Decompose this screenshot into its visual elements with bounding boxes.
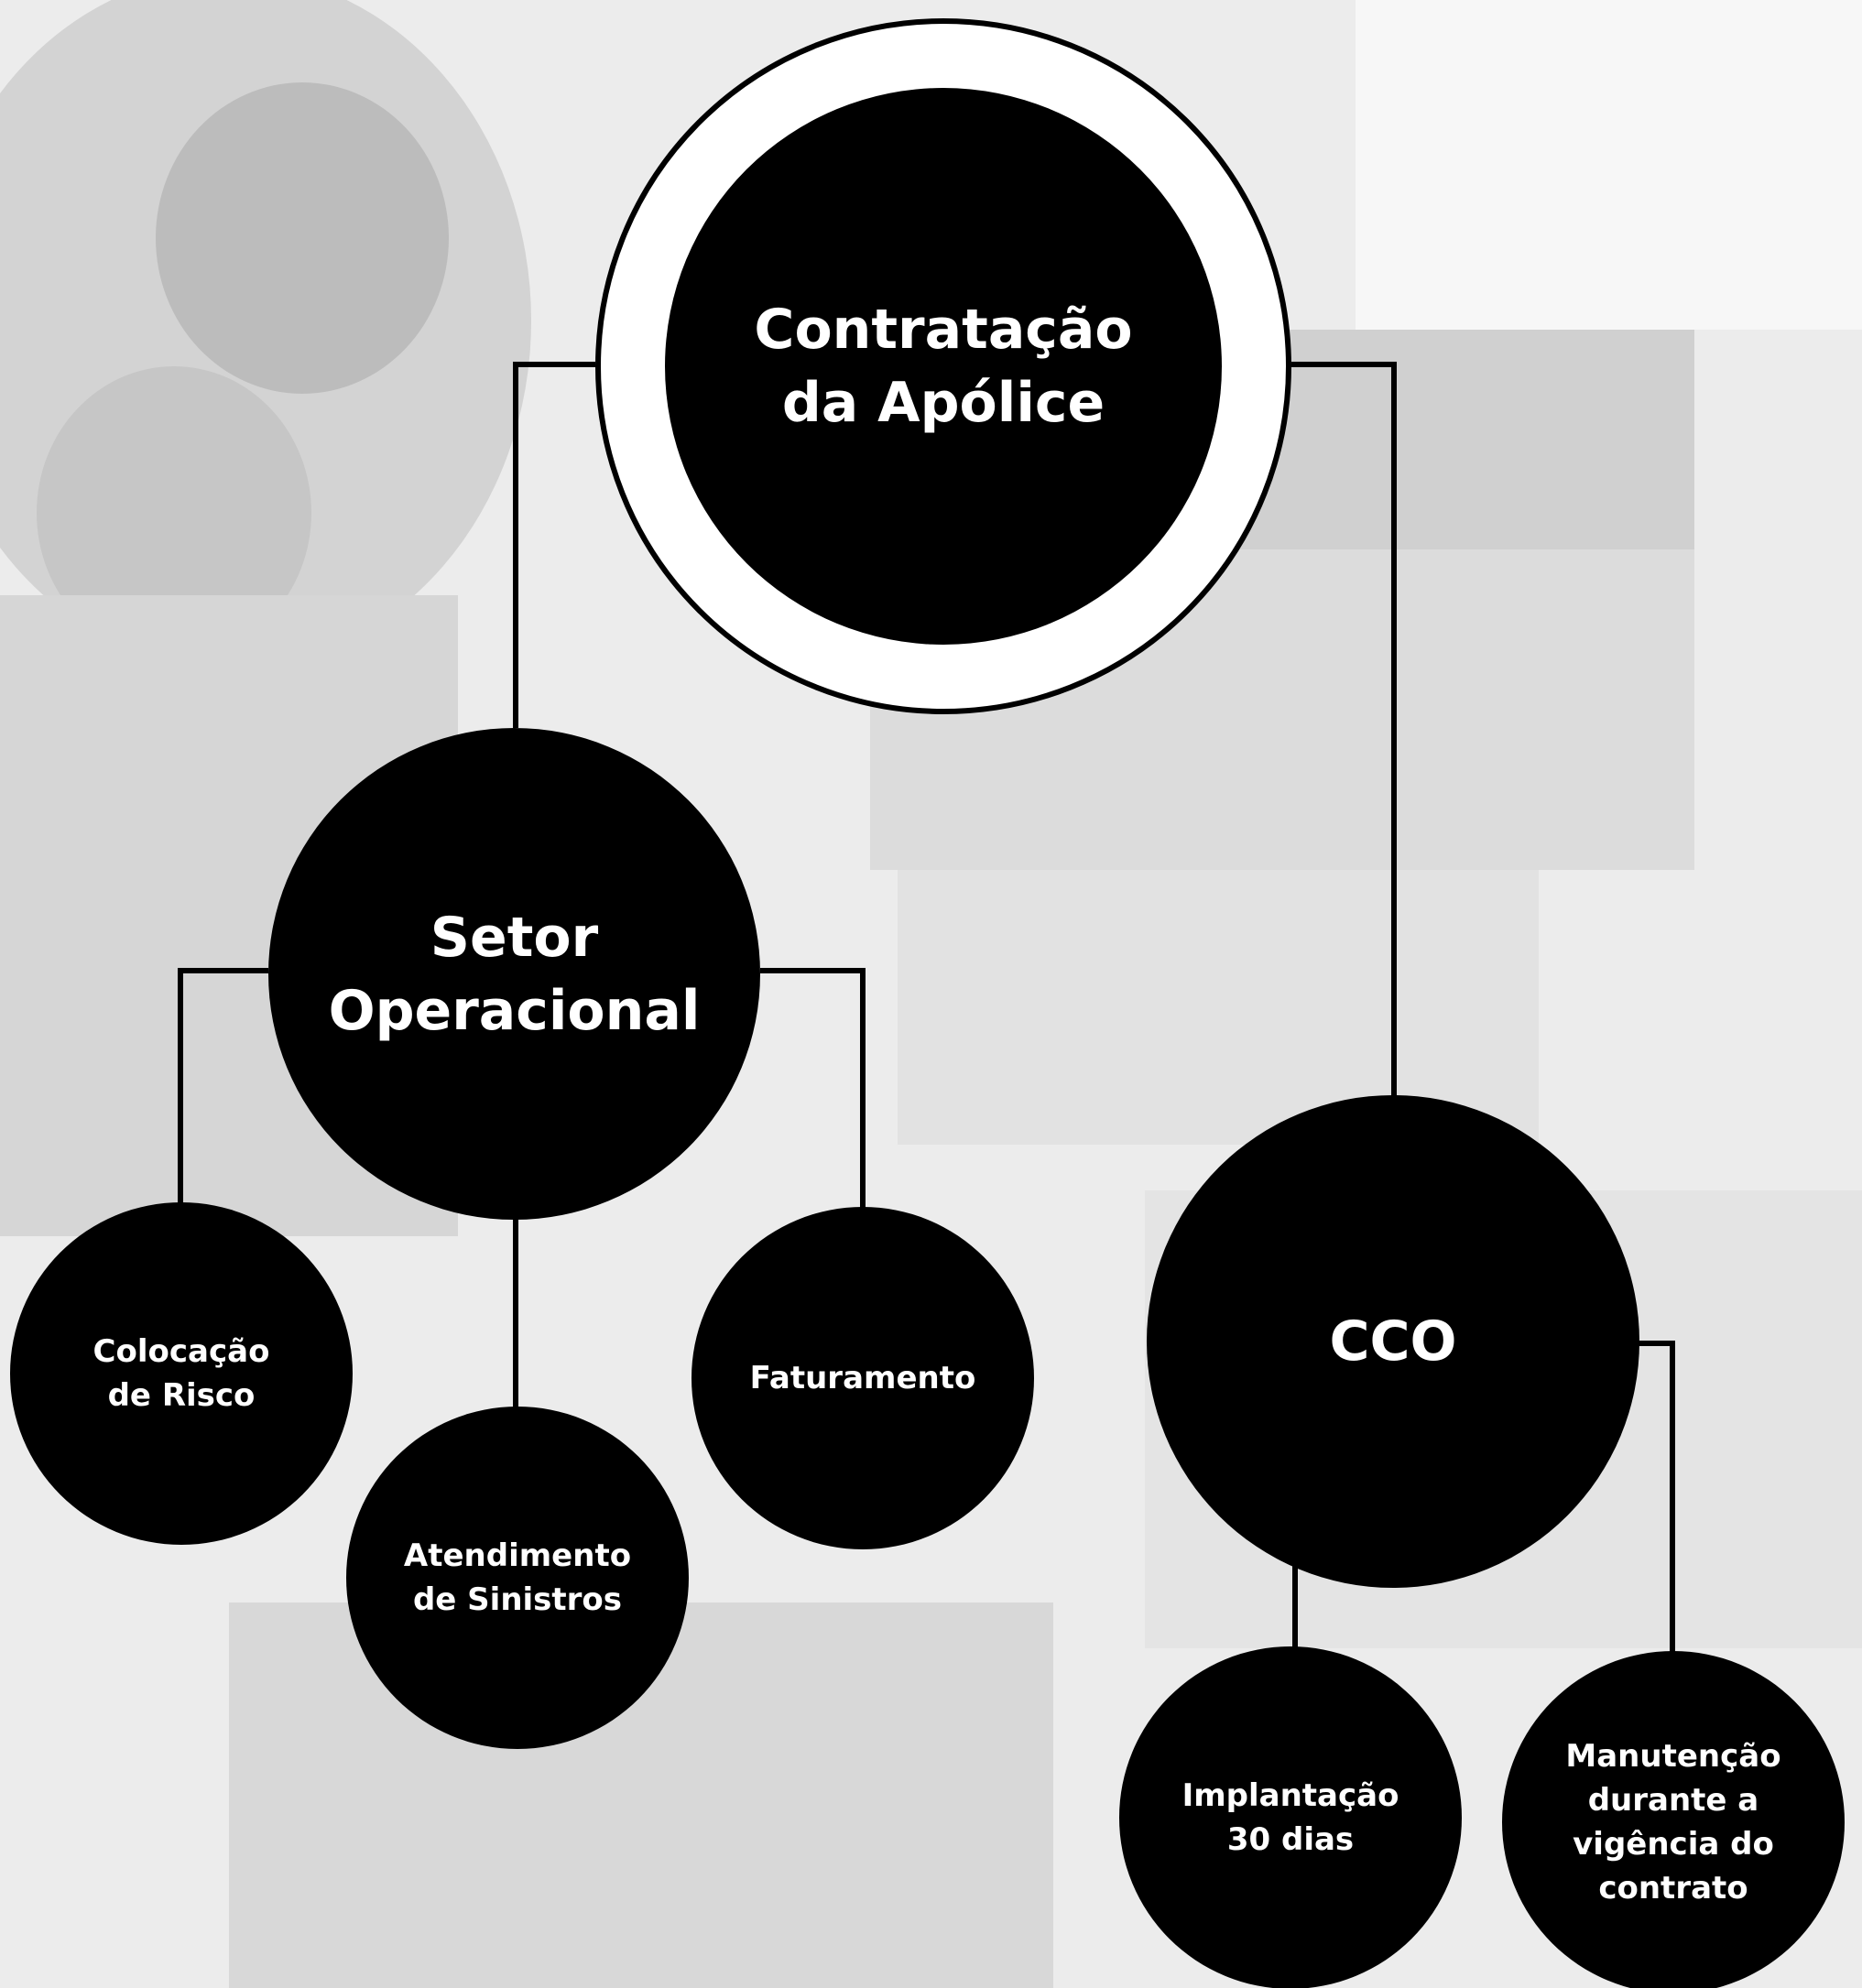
root-node: Contratação da Apólice xyxy=(665,88,1222,645)
manutencao-label: Manutenção durante a vigência do contrat… xyxy=(1565,1738,1781,1907)
cco-node: CCO xyxy=(1147,1095,1639,1588)
colocacao-risco-node: Colocação de Risco xyxy=(10,1202,353,1545)
cco-label: CCO xyxy=(1329,1309,1457,1374)
implantacao-label: Implantação 30 dias xyxy=(1181,1777,1399,1858)
atendimento-sinistros-label: Atendimento de Sinistros xyxy=(403,1537,632,1618)
connector-setor-colocacao xyxy=(178,968,268,1204)
connector-root-cco xyxy=(1291,362,1397,1099)
setor-operacional-node: Setor Operacional xyxy=(268,728,760,1220)
faturamento-node: Faturamento xyxy=(691,1207,1034,1549)
setor-operacional-label: Setor Operacional xyxy=(328,905,701,1043)
root-node-label: Contratação da Apólice xyxy=(754,298,1133,435)
colocacao-risco-label: Colocação de Risco xyxy=(93,1333,270,1414)
manutencao-node: Manutenção durante a vigência do contrat… xyxy=(1502,1651,1845,1988)
connector-setor-faturamento xyxy=(760,968,866,1209)
connector-root-setor xyxy=(513,362,595,728)
faturamento-label: Faturamento xyxy=(749,1360,976,1396)
connector-cco-manutencao xyxy=(1636,1341,1675,1653)
implantacao-node: Implantação 30 dias xyxy=(1119,1646,1462,1988)
atendimento-sinistros-node: Atendimento de Sinistros xyxy=(346,1407,689,1749)
